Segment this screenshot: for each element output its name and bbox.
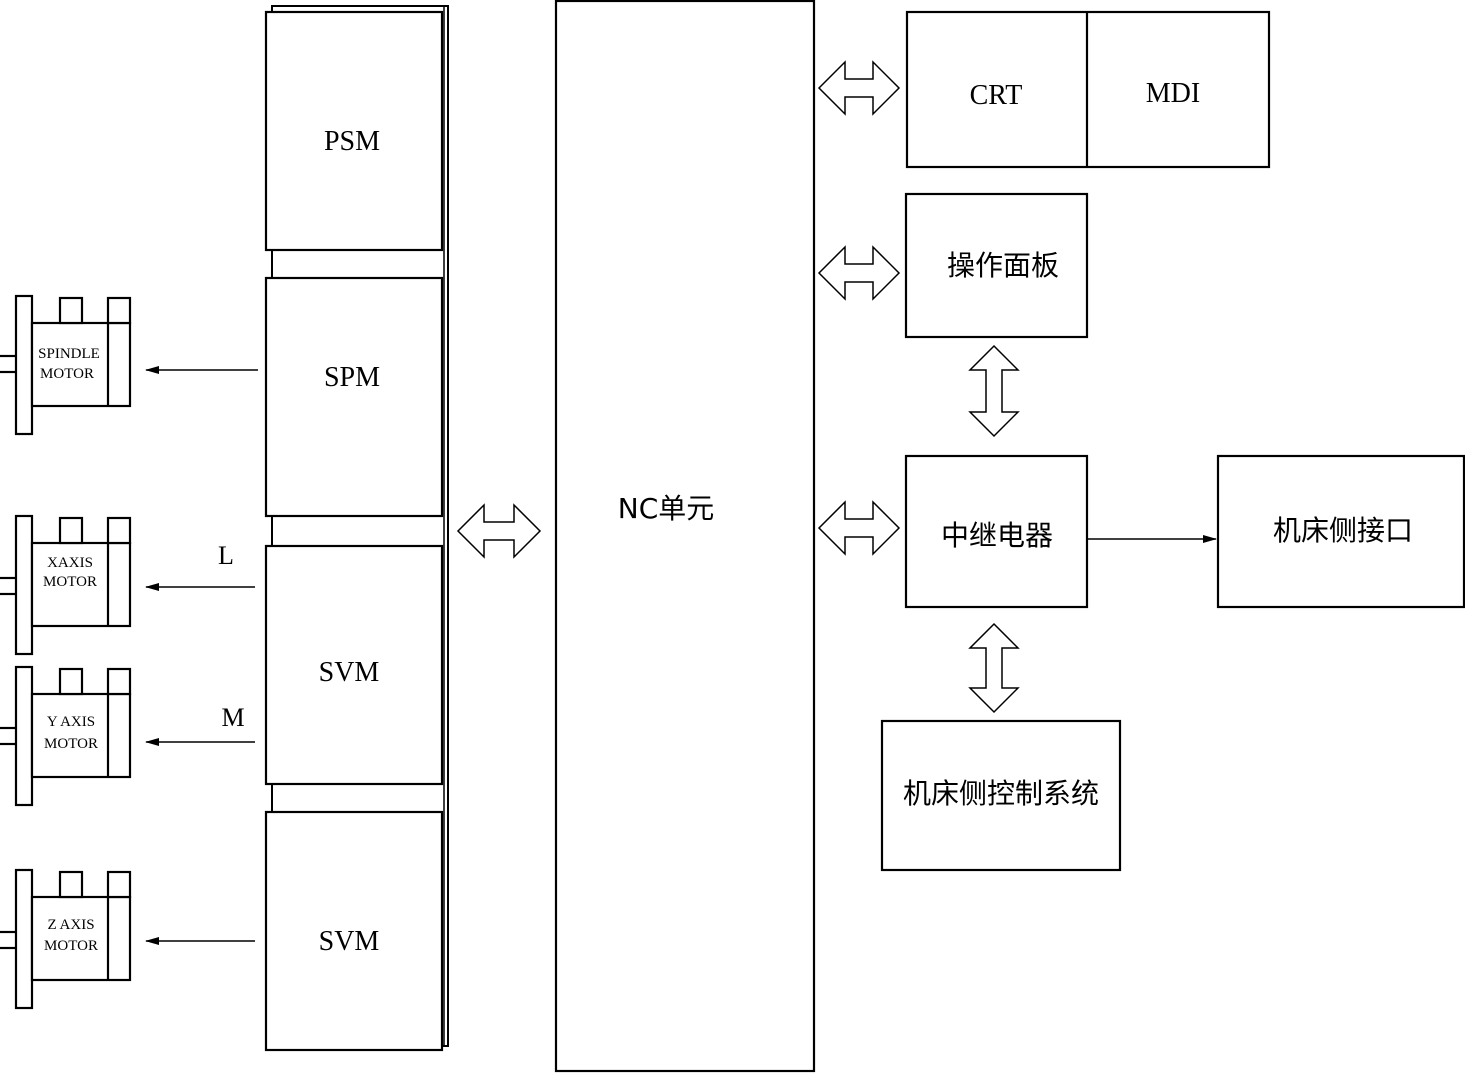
- panel-relay-double-arrow: [968, 344, 1020, 438]
- nc-relay-double-arrow: [817, 500, 901, 556]
- spm-module: SPM: [264, 276, 444, 518]
- relay-box: 中继电器: [904, 454, 1089, 609]
- machine-interface-label: 机床侧接口: [1273, 514, 1413, 547]
- z-axis-motor-label-1: Z AXIS: [47, 917, 94, 933]
- svm-label-2: SVM: [319, 926, 380, 957]
- svm-module-1: SVM: [264, 544, 444, 786]
- mdi-label: MDI: [1146, 78, 1200, 109]
- spindle-motor-label-2: MOTOR: [40, 366, 94, 382]
- x-axis-motor: XAXIS MOTOR: [0, 514, 132, 656]
- z-axis-motor: Z AXIS MOTOR: [0, 868, 132, 1010]
- machine-interface-box: 机床侧接口: [1216, 454, 1465, 609]
- spindle-motor: SPINDLE MOTOR: [0, 294, 132, 436]
- z-axis-motor-label-2: MOTOR: [44, 938, 98, 954]
- nc-crt-double-arrow: [817, 60, 901, 116]
- nc-unit-label: NC单元: [618, 492, 715, 525]
- operation-panel-label: 操作面板: [947, 249, 1059, 282]
- crt-label: CRT: [970, 80, 1023, 111]
- svm-module-2: SVM: [264, 810, 444, 1052]
- nc-unit: NC单元: [554, 0, 816, 1073]
- relay-control-double-arrow: [968, 622, 1020, 714]
- spindle-motor-label-1: SPINDLE: [38, 346, 100, 362]
- spm-label: SPM: [324, 362, 380, 393]
- psm-module: PSM: [264, 10, 444, 252]
- svm-label-1: SVM: [319, 657, 380, 688]
- y-axis-motor-label-1: Y AXIS: [47, 714, 95, 730]
- nc-panel-double-arrow: [817, 245, 901, 301]
- x-axis-motor-label-2: MOTOR: [43, 574, 97, 590]
- relay-label: 中继电器: [941, 519, 1053, 552]
- signal-label-m: M: [221, 703, 244, 732]
- y-axis-motor: Y AXIS MOTOR: [0, 665, 132, 807]
- operation-panel: 操作面板: [904, 192, 1089, 339]
- y-axis-motor-label-2: MOTOR: [44, 736, 98, 752]
- modules-nc-double-arrow: [456, 503, 542, 559]
- psm-label: PSM: [324, 126, 380, 157]
- crt-mdi-panel: CRT MDI: [905, 10, 1271, 169]
- machine-control-label: 机床侧控制系统: [903, 777, 1099, 810]
- signal-label-l: L: [218, 541, 234, 570]
- machine-control-box: 机床侧控制系统: [880, 719, 1122, 872]
- x-axis-motor-label-1: XAXIS: [47, 555, 93, 571]
